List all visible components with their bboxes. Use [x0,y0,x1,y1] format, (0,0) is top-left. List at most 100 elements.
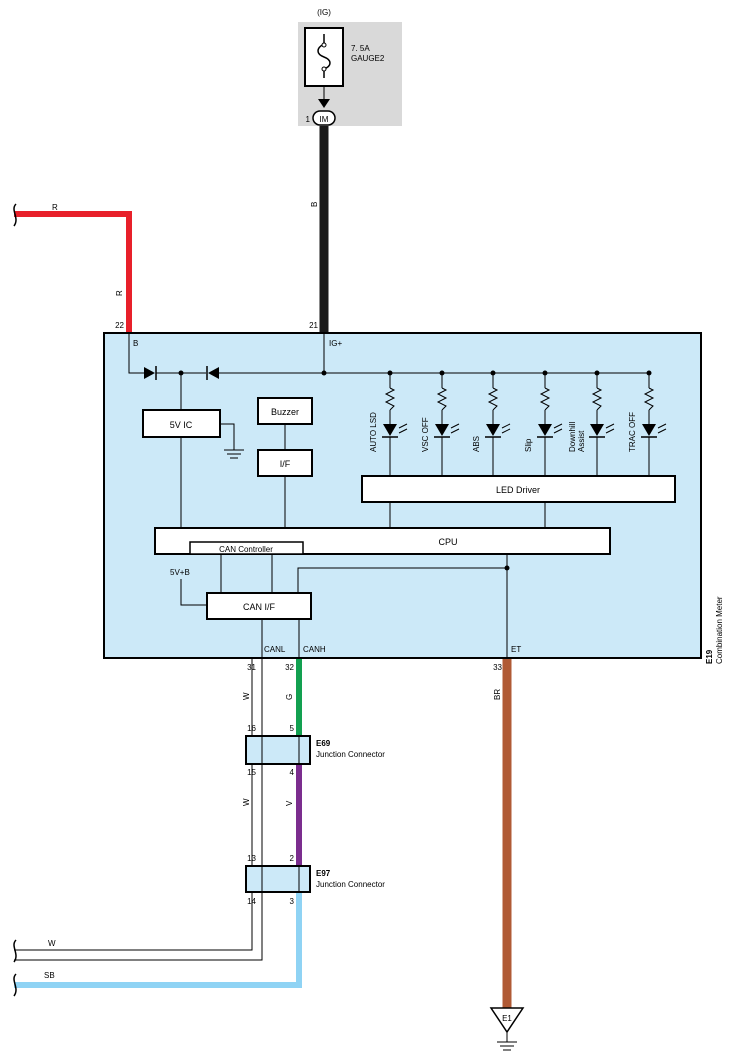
wire-v-label: V [285,800,294,806]
connector-e97: 13 2 14 3 E97 Junction Connector [245,854,385,906]
led-icon [435,424,449,436]
indicator-slip: Slip [524,370,563,476]
pin-33-label: ET [511,645,521,654]
led-light-arrows-icon [605,423,615,434]
connector-e97-name: Junction Connector [316,880,385,889]
pin-21-label: IG+ [329,339,342,348]
wire-w-lower-label: W [242,798,251,806]
pin-33-number: 33 [493,663,502,672]
indicator-vsc-off: VSC OFF [421,370,460,476]
fuse-terminal-bottom-icon [321,66,327,72]
block-can-controller [189,541,304,555]
junction-dot [321,370,327,376]
block-led-driver-label: LED Driver [496,485,540,495]
resistor-icon [487,387,499,411]
ground-e1: E1 [489,1007,525,1051]
indicator-auto-lsd: AUTO LSD [369,370,408,476]
block-can-controller-label: CAN Controller [219,545,273,554]
fuse-block: (IG) 7. 5A GAUGE2 IM 1 [298,8,402,126]
pin-32-number: 32 [285,663,294,672]
ground-lead [220,423,235,450]
wire-white-outer [14,658,253,951]
combination-meter: 22 B 21 IG+ 31 CANL 32 CANH 33 ET E19 Co… [103,321,724,672]
lead-canif-et [297,567,507,593]
connector-e69-pin: 5 [290,724,295,733]
fuse-name: GAUGE2 [351,54,385,63]
lead-5vb [180,579,207,606]
connector-e97-pin: 14 [247,897,256,906]
connector-e97-id: E97 [316,869,331,878]
connector-e69-body [245,735,311,765]
ground-point-icon [489,1007,525,1034]
led-light-arrows-icon [398,423,408,434]
connector-im-label: IM [320,115,329,124]
ground-icon [497,1041,517,1051]
meter-id: E19 [705,649,714,664]
led-icon [642,424,656,436]
led-light-arrows-icon [657,423,667,434]
wire-break-icon [13,973,17,997]
connector-e97-pin: 2 [290,854,295,863]
pin-31-label: CANL [264,645,286,654]
block-cpu-label: CPU [438,537,457,547]
led-icon [383,424,397,436]
ground-icon [224,449,244,459]
wire-break-icon [13,203,17,227]
indicator-label: ABS [472,436,481,452]
connector-im [312,110,336,126]
wire-g-label: G [285,694,294,700]
connector-e69-name: Junction Connector [316,750,385,759]
pin-32-label: CANH [303,645,326,654]
junction-dot [504,565,510,571]
connector-im-pin: 1 [306,115,311,124]
rail-b-lead [128,333,144,374]
block-buzzer-label: Buzzer [271,407,299,417]
indicator-label: Assist [577,430,586,452]
led-icon [486,424,500,436]
block-can-if-label: CAN I/F [243,602,276,612]
led-light-arrows-icon [501,423,511,434]
connector-e97-pin: 3 [290,897,295,906]
wire-red [14,211,132,333]
fuse-terminal-top-icon [321,42,327,48]
pin-22-label: B [133,339,138,348]
indicator-label: TRAC OFF [628,412,637,452]
fuse-icon [317,34,331,78]
connector-e69-pin: 16 [247,724,256,733]
connector-e69-pin: 15 [247,768,256,777]
indicator-abs: ABS [472,370,511,476]
connector-e97-pin: 13 [247,854,256,863]
diode-ig-icon [208,367,219,379]
connector-e69-pin: 4 [290,768,295,777]
fuse-supply-label: (IG) [317,8,331,17]
wire-sb-label: SB [44,971,55,980]
diode-b-icon [144,367,155,379]
wire-b-label: B [310,202,319,207]
ground-e1-label: E1 [502,1014,512,1023]
connector-e69: 16 5 15 4 E69 Junction Connector [245,724,385,777]
fuse-rating: 7. 5A [351,44,370,53]
led-icon [590,424,604,436]
indicator-label: Downhill [568,422,577,452]
resistor-icon [436,387,448,411]
led-light-arrows-icon [450,423,460,434]
wire-sky-blue [14,892,302,988]
block-led-driver [361,475,676,503]
indicator-label: VSC OFF [421,417,430,452]
wire-w-out-label: W [48,939,56,948]
wire-w-upper-label: W [242,692,251,700]
block-can-if [206,592,312,620]
resistor-icon [539,387,551,411]
connector-e97-body [245,865,311,893]
resistor-icon [643,387,655,411]
block-if-label: I/F [280,459,291,469]
wire-br-label: BR [493,689,502,700]
indicator-trac-off: TRAC OFF [628,370,667,476]
wire-break-icon [13,939,17,963]
pin-31-number: 31 [247,663,256,672]
block-5v-ic-label: 5V IC [170,420,193,430]
pin-21-number: 21 [309,321,318,330]
indicator-label: Slip [524,438,533,452]
